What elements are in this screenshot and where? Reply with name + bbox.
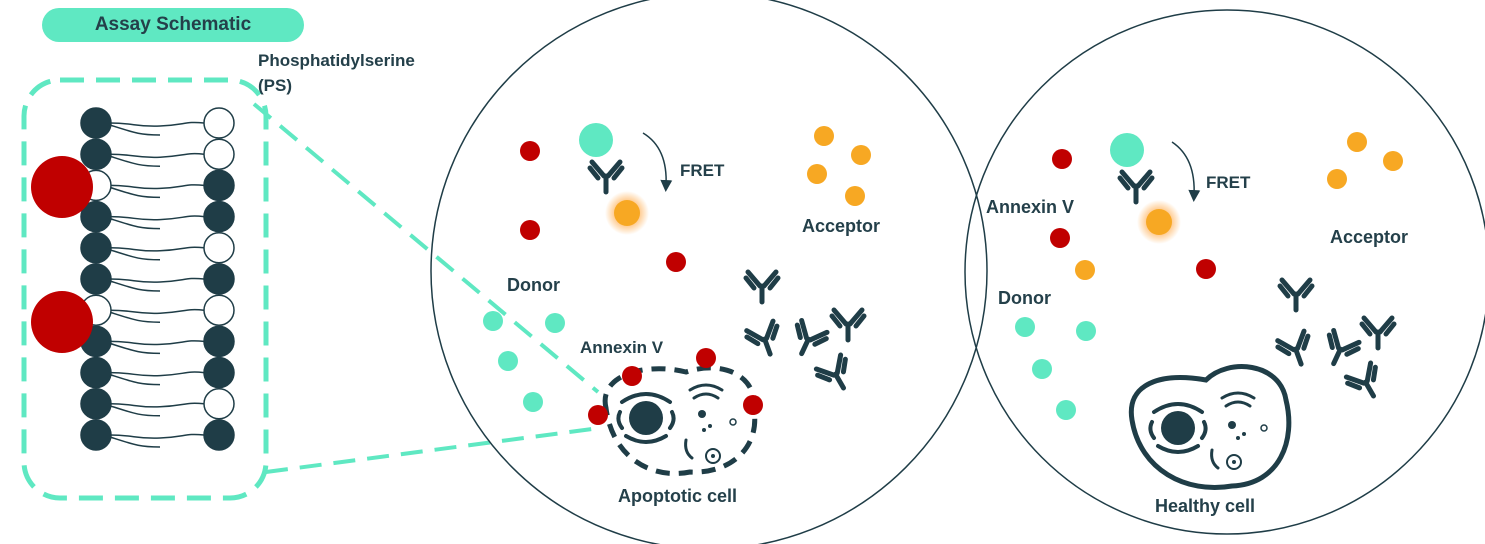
lipid-head-outer <box>80 138 112 170</box>
donor-on-antibody <box>1110 133 1144 167</box>
ps-label-line1: Phosphatidylserine <box>258 51 415 70</box>
fret-antibody <box>590 162 622 192</box>
healthy-cell-label: Healthy cell <box>1155 496 1255 516</box>
acceptor-dot <box>807 164 827 184</box>
donor-dot <box>1032 359 1052 379</box>
donor-dot <box>545 313 565 333</box>
lipid-head-outer <box>80 356 112 389</box>
lipid-head-inner <box>203 263 235 295</box>
apoptotic-panel: FRET Acceptor Donor Annexin V <box>430 0 988 544</box>
membrane-inset: Phosphatidylserine (PS) <box>21 51 415 501</box>
acceptor-label: Acceptor <box>1330 227 1408 247</box>
bound-annexin <box>588 405 608 425</box>
free-annexin <box>1196 259 1216 279</box>
panel-circle <box>430 0 988 544</box>
free-antibody <box>1319 330 1361 371</box>
donor-dot <box>483 311 503 331</box>
panel-circle <box>964 9 1485 535</box>
lipid-head-inner <box>203 325 235 358</box>
lipid-head-inner <box>203 200 235 233</box>
acceptor-on-antibody <box>614 200 640 226</box>
lipid-head-outer <box>80 419 112 451</box>
free-antibody <box>1345 362 1388 404</box>
fret-arrow <box>642 132 673 192</box>
lipid-head-outer <box>80 232 112 264</box>
lipid-head-inner <box>203 419 235 451</box>
fret-label: FRET <box>1206 173 1251 192</box>
free-antibody <box>787 320 829 361</box>
title-pill: Assay Schematic <box>42 8 304 42</box>
free-annexin <box>520 141 540 161</box>
lipid-head-inner <box>203 356 235 389</box>
donor-dot <box>523 392 543 412</box>
apoptotic-cell-label: Apoptotic cell <box>618 486 737 506</box>
bound-annexin <box>696 348 716 368</box>
fret-label: FRET <box>680 161 725 180</box>
free-annexin <box>520 220 540 240</box>
lipid-head-outer <box>80 107 112 139</box>
acceptor-dot <box>1383 151 1403 171</box>
donor-dot <box>498 351 518 371</box>
ps-label-line2: (PS) <box>258 76 292 95</box>
acceptor-dot <box>1327 169 1347 189</box>
acceptor-dot <box>1347 132 1367 152</box>
free-annexin <box>1052 149 1072 169</box>
acceptor-dot <box>845 186 865 206</box>
acceptor-label: Acceptor <box>802 216 880 236</box>
free-annexin <box>1050 228 1070 248</box>
annexin-bound-1 <box>31 156 93 218</box>
inset-dashed-border <box>21 77 269 501</box>
donor-dot <box>1076 321 1096 341</box>
lipid-head-inner <box>203 388 235 420</box>
lipid-head-inner <box>203 232 235 264</box>
lipid-head-outer <box>80 388 112 420</box>
zoom-line-bottom <box>265 426 601 474</box>
lipid-head-inner <box>203 107 235 139</box>
donor-label: Donor <box>507 275 560 295</box>
fret-arrow <box>1171 141 1201 202</box>
donor-label: Donor <box>998 288 1051 308</box>
acceptor-dot <box>1075 260 1095 280</box>
donor-on-antibody <box>579 123 613 157</box>
free-annexin <box>666 252 686 272</box>
free-antibody <box>1276 330 1316 369</box>
lipid-head-inner <box>203 169 235 202</box>
lipid-head-outer <box>80 263 112 295</box>
healthy-cell <box>1128 364 1292 490</box>
zoom-line-top <box>252 102 600 394</box>
free-antibody <box>832 310 864 340</box>
bound-annexin <box>622 366 642 386</box>
annexin-label: Annexin V <box>580 338 664 357</box>
free-antibody <box>1280 280 1312 310</box>
free-antibody <box>1362 318 1394 348</box>
nucleus <box>1161 411 1195 445</box>
lipid-bilayer <box>80 107 235 451</box>
acceptor-dot <box>851 145 871 165</box>
free-antibody <box>746 272 778 302</box>
lipid-head-inner <box>203 138 235 170</box>
figure-title: Assay Schematic <box>94 14 252 35</box>
acceptor-on-antibody <box>1146 209 1172 235</box>
healthy-panel: FRET Annexin V Acceptor Donor <box>964 9 1485 535</box>
nucleus <box>629 401 663 435</box>
annexin-bound-2 <box>31 291 93 353</box>
free-antibody <box>815 354 858 396</box>
lipid-head-inner <box>203 294 235 326</box>
bound-annexin <box>743 395 763 415</box>
fret-antibody <box>1120 172 1152 202</box>
acceptor-dot <box>814 126 834 146</box>
donor-dot <box>1015 317 1035 337</box>
free-antibody <box>745 320 785 359</box>
annexin-label: Annexin V <box>986 197 1074 217</box>
donor-dot <box>1056 400 1076 420</box>
lipid-head-outer <box>80 200 112 233</box>
